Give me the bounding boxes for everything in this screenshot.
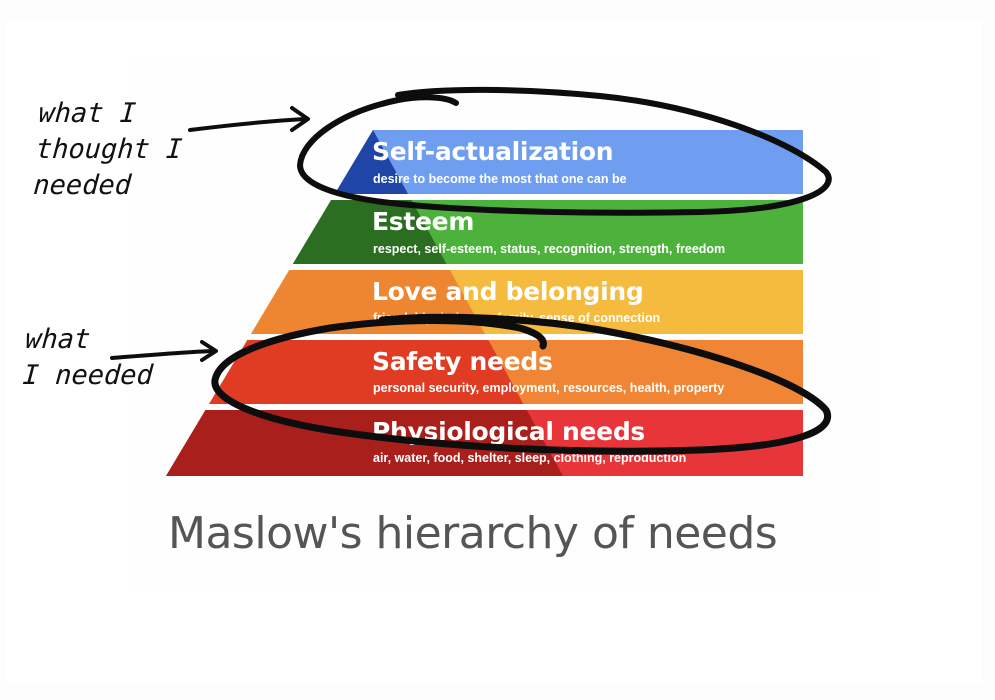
note-top: what I thought I needed bbox=[32, 96, 186, 204]
tier-desc-love-belonging: friendship, intimacy, family, sense of c… bbox=[373, 311, 661, 325]
tier-title-love-belonging: Love and belonging bbox=[372, 277, 644, 306]
note-bottom-line: I needed bbox=[21, 360, 154, 391]
tier-title-safety: Safety needs bbox=[372, 347, 553, 376]
note-top-line: thought I bbox=[34, 134, 184, 165]
tier-desc-safety: personal security, employment, resources… bbox=[373, 381, 725, 395]
note-bottom: what I needed bbox=[21, 322, 156, 394]
tier-title-self-actualization: Self-actualization bbox=[372, 137, 614, 166]
tier-title-esteem: Esteem bbox=[372, 207, 475, 236]
tier-title-physiological: Physiological needs bbox=[372, 417, 645, 446]
tier-desc-physiological: air, water, food, shelter, sleep, clothi… bbox=[373, 451, 687, 465]
tier-desc-esteem: respect, self-esteem, status, recognitio… bbox=[373, 242, 726, 256]
diagram-caption: Maslow's hierarchy of needs bbox=[168, 508, 778, 559]
tier-shade-esteem bbox=[292, 200, 447, 264]
note-top-line: what I bbox=[37, 98, 138, 129]
note-top-line: needed bbox=[32, 170, 133, 201]
note-bottom-line: what bbox=[24, 324, 92, 355]
tier-desc-self-actualization: desire to become the most that one can b… bbox=[373, 172, 627, 186]
